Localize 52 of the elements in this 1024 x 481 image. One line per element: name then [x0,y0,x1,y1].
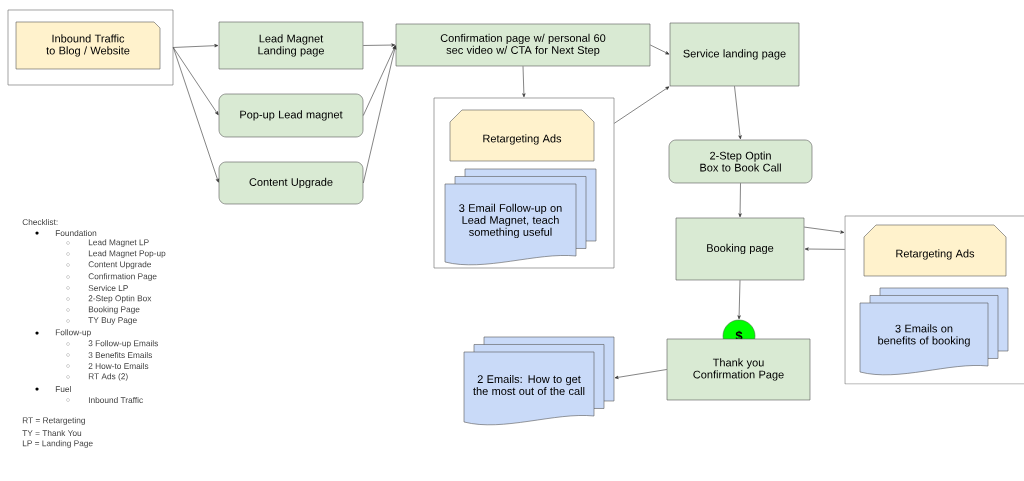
process-box: Confirmation page w/ personal 60 sec video w/ CTA for Next Step [395,23,651,67]
checklist-text: 3 Benefits Emails [88,351,152,359]
arrow [173,47,219,116]
process-box: Lead Magnet Landing page [218,21,364,70]
arrow [734,86,742,140]
arrow [650,44,670,55]
arrow [173,47,219,183]
checklist-text: RT = Retargeting [22,417,85,425]
note-box: Inbound Traffic to Blog / Website [15,21,161,70]
checklist-text: Checklist: [22,218,58,226]
document-stack: 3 Emails on benefits of booking [859,287,1009,376]
rounded-box: 2-Step Optin Box to Book Call [668,139,813,184]
checklist-text: Booking Page [88,306,140,314]
arrow [737,280,741,320]
checklist-text: Fuel [55,385,71,393]
document-stack: 2 Emails: How to get the most out of the call [463,336,615,426]
ad-box: Retargeting Ads [863,224,1007,277]
process-box: Service landing page [669,22,800,87]
process-box: Booking page [675,217,805,281]
checklist-text: Lead Magnet Pop-up [88,250,166,258]
checklist-text: Content Upgrade [88,261,152,269]
rounded-box: Content Upgrade [218,161,364,205]
checklist-text: Service LP [88,284,128,292]
ad-box: Retargeting Ads [449,109,595,162]
checklist-text: Inbound Traffic [89,396,143,404]
group-frame [7,9,174,86]
group-frame [844,215,1024,385]
checklist-text: Confirmation Page [88,273,157,281]
checklist-text: LP = Landing Page [22,440,93,448]
checklist-text: 2 How-to Emails [88,362,149,370]
checklist-text: RT Ads (2) [88,373,128,381]
process-box: Thank you Confirmation Page [666,338,811,401]
arrow [738,183,742,218]
arrow [363,43,396,47]
arrow [614,369,667,379]
group-frame [433,97,615,269]
checklist-text: Follow-up [55,329,91,337]
checklist-text: Lead Magnet LP [88,239,149,247]
arrow [804,247,845,251]
rounded-box: Pop-up Lead magnet [218,93,364,138]
checklist-text: 2-Step Optin Box [88,295,152,303]
arrow [804,226,845,234]
checklist-text: Foundation [55,229,97,237]
checklist-text: 3 Follow-up Emails [88,340,158,348]
arrow [363,45,396,116]
arrow [614,86,670,124]
checklist-text: TY = Thank You [22,429,82,437]
checklist-text: TY Buy Page [88,317,137,325]
arrow [173,44,219,48]
document-stack: 3 Email Follow-up on Lead Magnet, teach something useful [444,168,597,266]
arrow [363,45,397,184]
arrow [522,66,526,98]
